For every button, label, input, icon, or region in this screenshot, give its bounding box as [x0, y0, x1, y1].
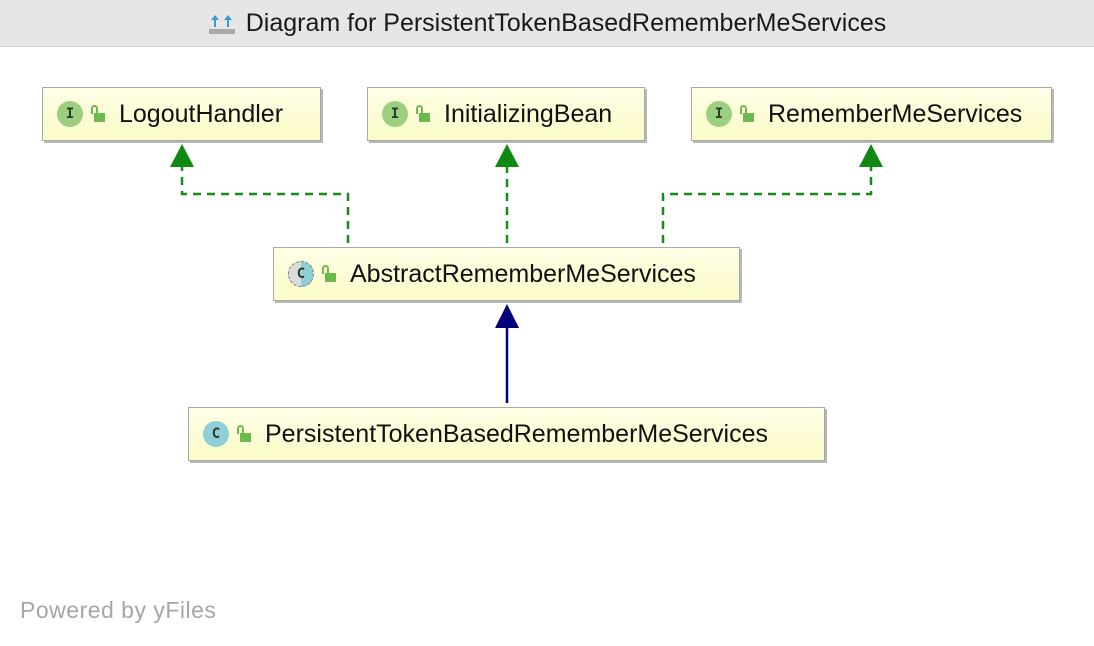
public-lock-icon	[91, 105, 105, 123]
hierarchy-icon	[208, 11, 236, 35]
edge-implements-logout-handler	[170, 144, 350, 243]
arrowhead-extends	[495, 304, 519, 328]
arrowhead-implements	[495, 144, 519, 167]
arrowhead-implements	[859, 144, 883, 167]
abstract-class-icon: C	[288, 261, 314, 287]
edge-implements-initializing-bean	[495, 144, 519, 243]
node-initializing-bean[interactable]: I InitializingBean	[367, 87, 645, 141]
public-lock-icon	[237, 425, 251, 443]
arrowhead-implements	[170, 144, 194, 167]
interface-icon: I	[382, 101, 408, 127]
node-logout-handler[interactable]: I LogoutHandler	[42, 87, 321, 141]
interface-icon: I	[706, 101, 732, 127]
window-title-bar: Diagram for PersistentTokenBasedRemember…	[0, 0, 1094, 47]
node-label: RememberMeServices	[768, 99, 1023, 128]
public-lock-icon	[740, 105, 754, 123]
node-label: LogoutHandler	[119, 99, 284, 128]
node-abstract-remember-me-services[interactable]: C AbstractRememberMeServices	[273, 247, 740, 301]
interface-icon: I	[57, 101, 83, 127]
edge-implements-remember-me-services	[661, 144, 883, 243]
class-icon: C	[203, 421, 229, 447]
node-remember-me-services[interactable]: I RememberMeServices	[691, 87, 1052, 141]
edge-extends-abstract-remember-me-services	[495, 304, 519, 403]
node-label: InitializingBean	[444, 99, 613, 128]
public-lock-icon	[416, 105, 430, 123]
public-lock-icon	[322, 265, 336, 283]
node-label: AbstractRememberMeServices	[350, 259, 696, 288]
node-label: PersistentTokenBasedRememberMeServices	[265, 419, 768, 448]
powered-by-footer: Powered by yFiles	[20, 597, 217, 623]
node-persistent-token-based-remember-me-services[interactable]: C PersistentTokenBasedRememberMeServices	[188, 407, 825, 461]
window-title: Diagram for PersistentTokenBasedRemember…	[245, 8, 887, 37]
